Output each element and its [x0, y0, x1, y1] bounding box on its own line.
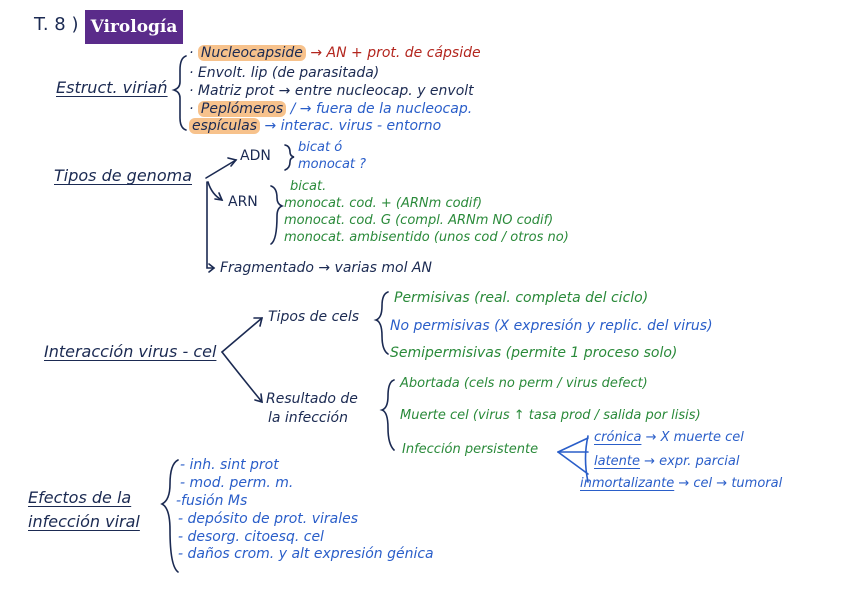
adn-label: ADN [240, 148, 271, 164]
structure-item-5: espículas → interac. virus - entorno [189, 118, 441, 134]
persistent-inmortalizante: inmortalizante → cel → tumoral [580, 476, 782, 491]
topic-number: T. 8 ) [34, 14, 79, 35]
cell-type-no-permisivas: No permisivas (X expresión y replic. del… [390, 318, 713, 334]
persistent-latente-label: latente [594, 454, 641, 469]
page-title: Virología [85, 10, 183, 44]
persistent-cronica: crónica → X muerte cel [594, 430, 744, 445]
structure-item-3: · Matriz prot → entre nucleocap. y envol… [189, 83, 474, 99]
effects-label-line1: Efectos de la [28, 488, 132, 507]
structure-item-5-note: → interac. virus - entorno [264, 118, 442, 134]
result-label-line1: Resultado de [266, 391, 358, 407]
effects-brace [160, 459, 179, 573]
adn-brace [284, 144, 295, 171]
effect-item-2: - mod. perm. m. [180, 475, 294, 491]
genome-arrow-adn [205, 159, 237, 179]
cell-type-semipermisivas: Semipermisivas (permite 1 proceso solo) [390, 345, 678, 361]
result-muerte-cel: Muerte cel (virus ↑ tasa prod / salida p… [400, 408, 701, 423]
effect-item-3: -fusión Ms [176, 493, 248, 509]
genome-arrow-arn [207, 181, 223, 201]
structure-item-4: · Peplómeros / → fuera de la nucleocap. [189, 101, 473, 117]
structure-item-4-text: Peplómeros [197, 101, 287, 117]
persistent-arrow [557, 437, 589, 453]
persistent-inmortalizante-note: → cel → tumoral [678, 476, 783, 491]
result-label-line2: la infección [268, 410, 348, 426]
interaction-label: Interacción virus - cel [44, 342, 217, 361]
effect-item-6: - daños crom. y alt expresión génica [178, 546, 434, 562]
genome-fragmented: Fragmentado → varias mol AN [220, 260, 432, 276]
structure-item-5-text: espículas [189, 118, 261, 134]
adn-item-2: monocat ? [298, 157, 367, 172]
structure-item-1-note: AN + prot. de cápside [326, 45, 481, 61]
arn-item-1: bicat. [290, 179, 327, 194]
structure-item-3-text: Matriz prot → entre nucleocap. y envolt [197, 83, 474, 99]
structure-item-2-text: Envolt. lip (de parasitada) [197, 65, 380, 81]
effect-item-5: - desorg. citoesq. cel [178, 529, 324, 545]
cell-types-label: Tipos de cels [268, 309, 360, 325]
structure-item-1-text: Nucleocapside [197, 45, 306, 61]
effect-item-1: - inh. sint prot [180, 457, 279, 473]
persistent-arrow-3 [557, 451, 589, 475]
genome-arrow-adn-head [227, 157, 238, 167]
persistent-inmortalizante-label: inmortalizante [580, 476, 675, 491]
genome-arrow-arn-head [214, 192, 224, 201]
structure-item-4-note: / → fuera de la nucleocap. [290, 101, 473, 117]
arn-brace [270, 185, 285, 245]
interaction-arrow-bottom-head [254, 393, 263, 404]
interaction-arrow-top-head [253, 317, 264, 327]
adn-item-1: bicat ó [298, 140, 343, 155]
arn-item-4: monocat. ambisentido (unos cod / otros n… [284, 230, 569, 245]
persistent-bracket [584, 435, 589, 483]
result-infeccion-persistente: Infección persistente [402, 442, 539, 457]
arn-label: ARN [228, 194, 258, 210]
interaction-arrow-top [221, 317, 263, 353]
persistent-cronica-note: → X muerte cel [645, 430, 744, 445]
result-abortada: Abortada (cels no perm / virus defect) [400, 376, 648, 391]
persistent-latente: latente → expr. parcial [594, 454, 739, 469]
genome-arrow-frag [206, 181, 215, 269]
effects-label-line2: infección viral [28, 512, 140, 531]
result-brace [379, 379, 395, 451]
structure-label: Estruct. viriań [56, 78, 168, 97]
effect-item-4: - depósito de prot. virales [178, 511, 358, 527]
persistent-latente-note: → expr. parcial [644, 454, 740, 469]
persistent-cronica-label: crónica [594, 430, 642, 445]
arn-item-2: monocat. cod. + (ARNm codif) [284, 196, 483, 211]
genome-arrow-frag-head [208, 263, 216, 273]
structure-brace [171, 55, 187, 131]
genome-label: Tipos de genoma [54, 166, 192, 185]
structure-item-2: · Envolt. lip (de parasitada) [189, 65, 380, 81]
interaction-arrow-bottom [221, 351, 263, 403]
cell-type-permisivas: Permisivas (real. completa del ciclo) [394, 290, 649, 306]
arn-item-3: monocat. cod. G (compl. ARNm NO codif) [284, 213, 554, 228]
structure-item-1: · Nucleocapside → AN + prot. de cápside [189, 45, 481, 61]
cell-types-brace [373, 291, 389, 355]
